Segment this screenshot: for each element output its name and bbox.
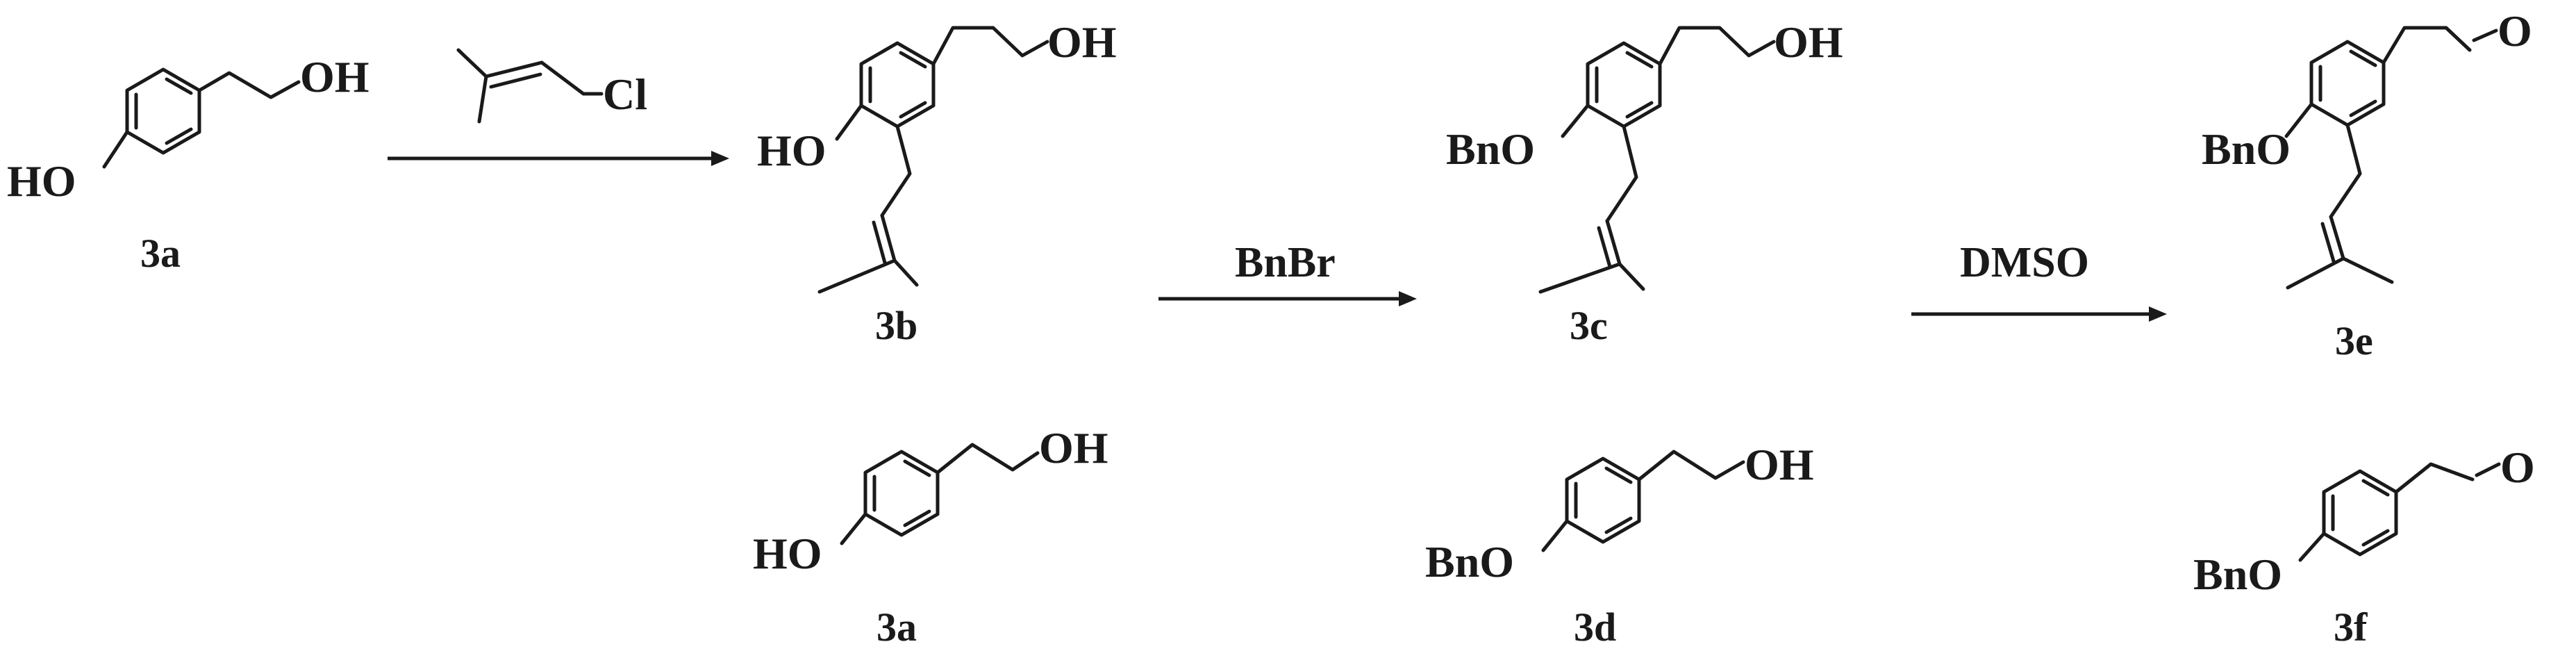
alkene-double-bond <box>489 72 542 89</box>
alkene-double-bond <box>880 213 897 263</box>
compound-3c: OH BnO 3c <box>1446 17 1843 348</box>
aromatic-double-bond <box>2361 479 2390 497</box>
cl-label: Cl <box>603 69 647 119</box>
benzene-ring <box>863 450 940 537</box>
ethyl-chain <box>936 443 1040 475</box>
aromatic-double-bond <box>899 101 927 119</box>
compound-3f: O BnO 3f <box>2193 443 2535 650</box>
benzene-ring <box>2322 469 2398 557</box>
oh-label: OH <box>1047 17 1117 67</box>
compound-label: 3c <box>1570 303 1608 348</box>
ho-label: HO <box>757 126 826 175</box>
aldehyde-chain <box>2394 462 2475 494</box>
aromatic-double-bond <box>165 127 193 145</box>
ethyl-chain <box>1637 450 1745 482</box>
bno-label: BnO <box>1425 537 1514 586</box>
ho-label: HO <box>7 156 76 206</box>
ethyl-chain <box>931 26 1049 66</box>
compound-3d: OH BnO 3d <box>1425 440 1814 650</box>
reaction-arrow-1 <box>388 151 729 166</box>
compound-label: 3e <box>2335 318 2373 363</box>
methyl-bond <box>1538 262 1622 294</box>
o-label: O <box>2500 443 2535 492</box>
benzene-ring <box>1586 41 1662 129</box>
aromatic-double-bond <box>165 77 193 95</box>
bno-label: BnO <box>1446 124 1535 174</box>
alkene-double-bond <box>484 60 544 79</box>
benzene-ring <box>2309 40 2386 127</box>
compound-label: 3d <box>1574 604 1616 650</box>
aromatic-double-bond <box>903 509 931 527</box>
aromatic-double-bond <box>1625 51 1654 69</box>
prenyl-chain <box>1605 124 1638 223</box>
prenyl-chloride-reagent: Cl <box>456 48 647 124</box>
benzene-ring <box>125 67 201 155</box>
prenyl-skeleton <box>456 48 488 124</box>
compound-3e: O BnO 3e <box>2202 6 2532 363</box>
aromatic-double-bond <box>2361 529 2390 547</box>
obn-bond <box>1561 104 1590 138</box>
o-label: O <box>2498 6 2532 56</box>
aromatic-double-bond <box>899 51 927 69</box>
bno-label: BnO <box>2193 550 2282 599</box>
compound-3a-bottom: OH HO 3a <box>753 423 1108 650</box>
aromatic-double-bond <box>1604 516 1633 534</box>
ho-bond <box>840 512 867 545</box>
benzene-ring <box>1565 457 1641 544</box>
prenyl-chain <box>2329 123 2362 219</box>
compound-label: 3a <box>876 604 917 650</box>
aromatic-double-bond <box>1604 466 1633 484</box>
aromatic-double-bond <box>2349 49 2377 67</box>
aromatic-double-bond <box>2349 99 2377 117</box>
methyl-bond <box>2341 256 2394 284</box>
alkene-double-bond <box>1605 219 1622 266</box>
alkene-double-bond <box>1597 226 1612 269</box>
benzene-ring <box>859 41 936 129</box>
carbonyl-bond <box>2475 462 2501 477</box>
reaction-arrow-3: DMSO <box>1911 239 2167 322</box>
ch2-bond <box>540 60 585 96</box>
reaction-arrow-2: BnBr <box>1158 239 1417 306</box>
oh-label: OH <box>1745 440 1814 489</box>
oh-label: OH <box>300 52 369 101</box>
compound-label: 3f <box>2334 604 2368 650</box>
prenyl-chain <box>880 124 912 217</box>
ethyl-chain <box>1658 26 1776 66</box>
aromatic-double-bond <box>1625 101 1654 119</box>
aldehyde-chain <box>2382 26 2472 65</box>
obn-bond <box>2284 102 2313 138</box>
obn-bond <box>2298 532 2326 562</box>
reagent-label: BnBr <box>1235 239 1336 286</box>
alkene-double-bond <box>2329 215 2345 261</box>
carbonyl-bond <box>2472 28 2498 42</box>
aromatic-double-bond <box>903 459 931 477</box>
compound-3a-top: OH HO 3a <box>7 52 369 276</box>
oh-label: OH <box>1774 17 1843 67</box>
ho-label: HO <box>753 529 822 578</box>
methyl-bond <box>817 258 897 294</box>
compound-label: 3b <box>875 303 917 348</box>
reagent-label: DMSO <box>1960 239 2089 286</box>
bno-label: BnO <box>2202 124 2291 174</box>
arrow-head <box>2149 306 2167 322</box>
methyl-bond <box>1618 262 1645 291</box>
compound-label: 3a <box>140 231 181 276</box>
ho-bond <box>835 104 863 141</box>
alkene-double-bond <box>872 220 887 265</box>
methyl-bond <box>892 258 919 287</box>
methyl-bond <box>2286 256 2345 290</box>
ethyl-chain <box>197 71 301 99</box>
oh-label: OH <box>1039 423 1108 472</box>
compound-3b: OH HO 3b <box>757 17 1117 348</box>
arrow-head <box>1399 291 1417 306</box>
ho-bond <box>102 130 129 169</box>
arrow-head <box>711 151 729 166</box>
obn-bond <box>1541 519 1569 552</box>
alkene-double-bond <box>2320 222 2336 263</box>
